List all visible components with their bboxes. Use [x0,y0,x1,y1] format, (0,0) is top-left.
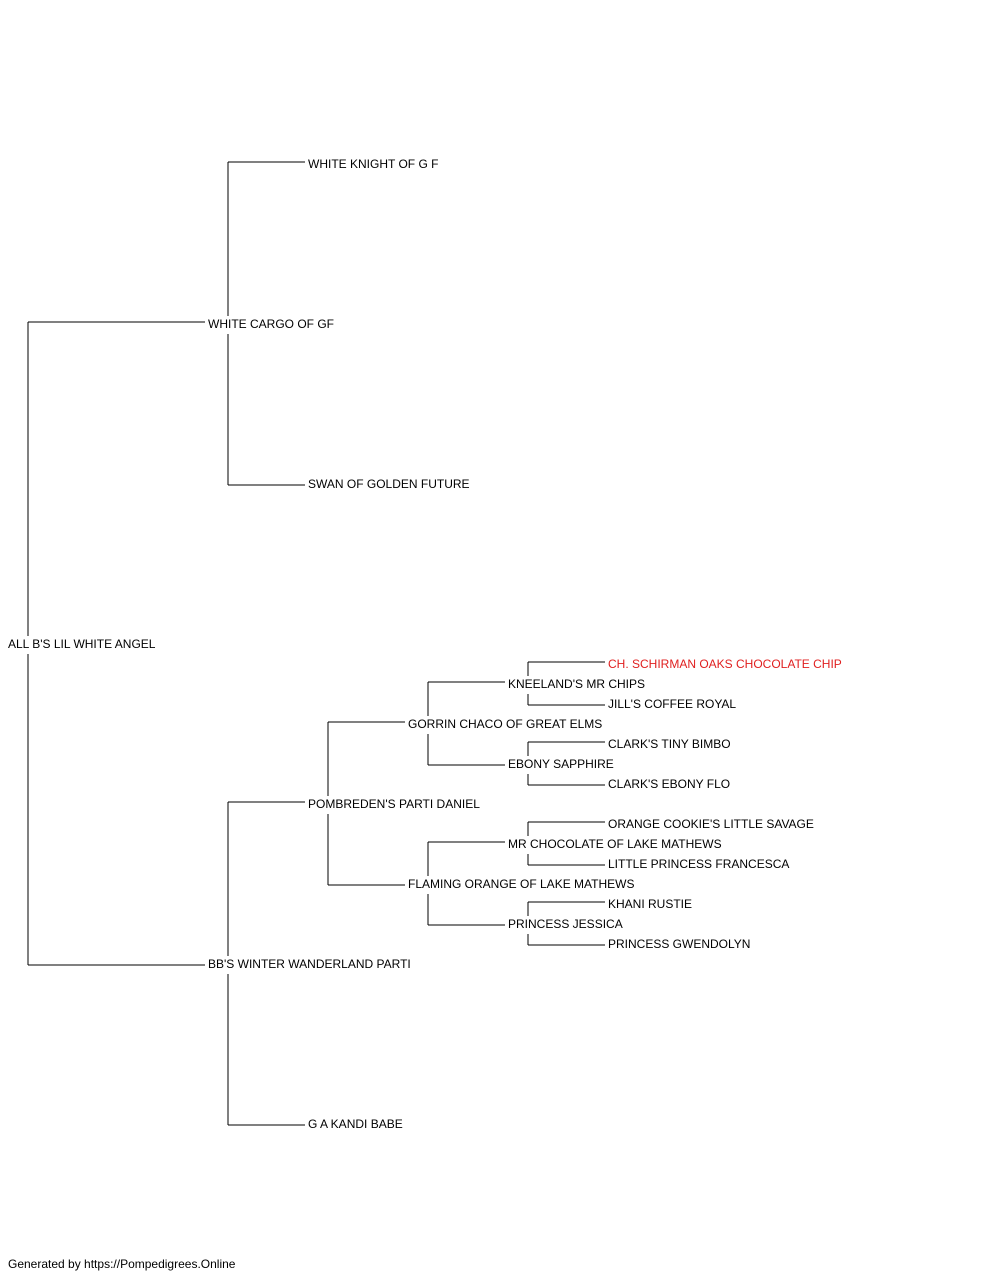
dam-sire-dam-name: FLAMING ORANGE OF LAKE MATHEWS [408,877,637,891]
ancestor-name: CLARK'S EBONY FLO [608,777,733,791]
ancestor-name: PRINCESS GWENDOLYN [608,937,753,951]
dam-sire-sire-name: GORRIN CHACO OF GREAT ELMS [408,717,605,731]
ancestor-name: LITTLE PRINCESS FRANCESCA [608,857,792,871]
subject-name: ALL B'S LIL WHITE ANGEL [8,637,158,651]
ancestor-name: KNEELAND'S MR CHIPS [508,677,647,691]
dam-dam-name: G A KANDI BABE [308,1117,405,1131]
sire-name: WHITE CARGO OF GF [208,317,336,331]
sire-dam-name: SWAN OF GOLDEN FUTURE [308,477,472,491]
ancestor-name: PRINCESS JESSICA [508,917,625,931]
sire-sire-name: WHITE KNIGHT OF G F [308,157,441,171]
ancestor-name: KHANI RUSTIE [608,897,695,911]
ancestor-name: EBONY SAPPHIRE [508,757,616,771]
dam-sire-name: POMBREDEN'S PARTI DANIEL [308,797,482,811]
ancestor-name: JILL'S COFFEE ROYAL [608,697,739,711]
ancestor-name: MR CHOCOLATE OF LAKE MATHEWS [508,837,724,851]
highlighted-ancestor-name: CH. SCHIRMAN OAKS CHOCOLATE CHIP [608,657,844,671]
ancestor-name: CLARK'S TINY BIMBO [608,737,733,751]
ancestor-name: ORANGE COOKIE'S LITTLE SAVAGE [608,817,816,831]
dam-name: BB'S WINTER WANDERLAND PARTI [208,957,413,971]
footer-credit: Generated by https://Pompedigrees.Online [8,1257,236,1271]
